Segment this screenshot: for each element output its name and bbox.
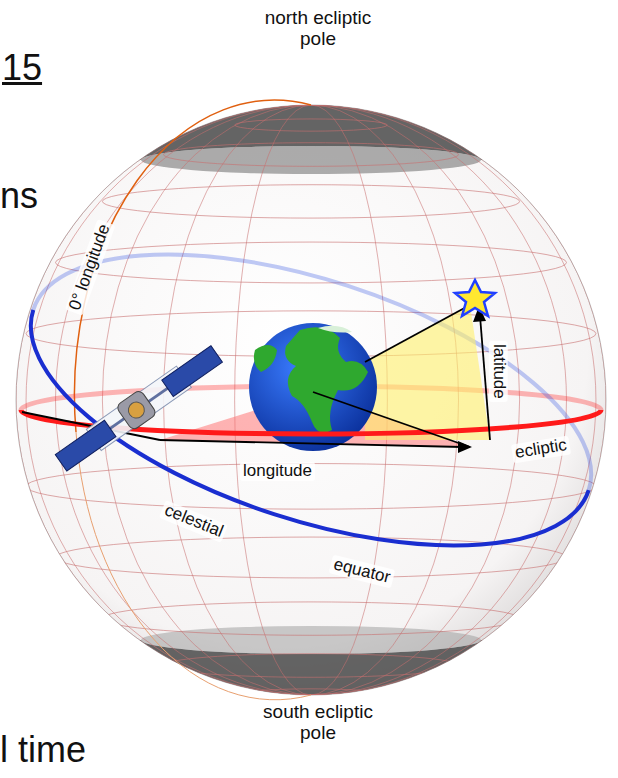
cropped-text: ns (0, 176, 38, 216)
sphere (16, 105, 606, 695)
star (455, 280, 495, 316)
axis-label: longitude (240, 462, 315, 481)
axis-label: latitude (489, 341, 508, 402)
longitude-arrowhead (458, 441, 472, 453)
satellite (52, 342, 225, 476)
slide-number: 15 (2, 48, 42, 88)
equator-back (33, 196, 618, 491)
pole-label: north ecliptic pole (263, 8, 373, 50)
cropped-text: l time (0, 730, 86, 770)
latitude-plane (365, 305, 490, 440)
pole-label: south ecliptic pole (263, 702, 373, 744)
equator-front (0, 310, 589, 605)
grid-lines (16, 105, 606, 701)
